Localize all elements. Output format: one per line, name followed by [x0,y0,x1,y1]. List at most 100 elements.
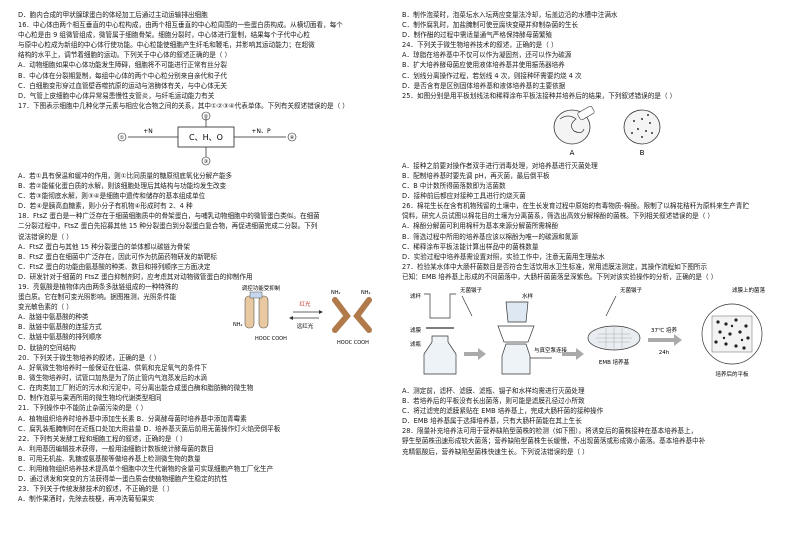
q16-stem-line4: 结构的水平上，调节着细胞的运动。下列关于中心体的叙述正确的是（ ） [18,51,232,60]
fig27-arrow-1 [464,347,486,360]
q18-stem-line3: 说法错误的是（ ） [18,232,73,241]
fig27-pump-label: 与真空泵连接 [534,346,568,354]
fig27-filter-cup [424,293,456,319]
q18-stem-line2: 二分裂过程中，FtsZ 蛋白先招募其他 15 种分裂蛋白到分裂蛋白复合物，再促进… [18,222,318,231]
q16-option-d: D．气管上皮细胞中心体异常易患慢性支管炎，与纤毛运动能力有关 [18,91,215,100]
q26-stem-line1: 26．棉花生长在含有机物残留的土壤中，在生长发育过程中原始的有毒物质-棉酚。限制… [402,202,750,211]
q20-option-d: D．制作泡菜与果酒所用的微生物均代谢类型相同 [18,394,162,403]
fig19-left-end: NH₂ [233,322,243,328]
q25-stem: 25．如图分别是用平板划线法和稀释涂布平板法接种并培养后的结果，下列叙述错误的是… [402,91,677,100]
q16-stem-line1: 16．中心体由两个相互垂直的中心粒构成，由两个相互垂直的中心粒周围的一些蛋白质构… [18,21,343,30]
q19-option-d: D．肽链的空间结构 [18,343,76,352]
fig27-arrow-2 [562,347,584,360]
q23-option-d: D．制作醋的过程中需适量通气严格保持酵母菌繁殖 [402,31,553,40]
svg-text:②: ② [204,114,209,120]
circle-4 [287,132,297,142]
fig27-membrane-label: 滤膜 [410,326,422,334]
q17-option-c: C．若③能彻底水解，则③④是细胞中遗传和储存的基本组成单位 [18,192,206,201]
fig27-tweezers2 [605,295,617,317]
right-column: B．制作泡菜时，泡菜坛水入坛两应变量法冷却，坛盖边沿的水槽中注满水 C．制作腐乳… [402,10,780,457]
plate-a-streak [559,115,585,133]
q27-option-a: A．测定前，滤杯、滤膜、滤瓶、镊子和水样均需进行灭菌处理 [402,386,585,395]
q18-option-a: A．FtsZ 蛋白与其他 15 种分裂蛋白的单体都以碳链为骨架 [18,242,190,251]
q26-option-d: D．实验过程中培养基需设置对照，实验工作中，注意无菌用生理盐水 [402,252,605,261]
q27-stem-line1: 27．检验某水体中大肠杆菌数目是否符合生活饮用水卫生标准，常用滤膜法测定，其操作… [402,262,708,271]
q16-option-a: A．动物细胞如果中心体功能发生障碍，细胞将不可能进行正常有丝分裂 [18,61,227,70]
circle-2 [201,111,211,121]
plate-b-colonies [631,113,653,138]
q24-option-a: A．琼脂在培养基中不仅可以作为凝固剂，还可以作为碳源 [402,51,572,60]
q27-filtration-figure: 滤杯 无菌镊子 滤膜 滤瓶 水样 与真空泵连接 无菌镊子 EMB 培养基 37℃… [410,286,766,378]
q23-option-b: B．制作泡菜时，泡菜坛水入坛两应变量法冷却，坛盖边沿的水槽中注满水 [402,11,618,19]
fig19-chain-left-b [258,295,269,329]
q25-option-c: C．B 中计数所得菌落数即为活菌数 [402,182,506,191]
svg-text:③: ③ [204,159,208,165]
svg-text:④: ④ [290,135,295,141]
fig27-temp-label: 37℃ 培养 [651,326,677,334]
q25-option-d: D．接种前后都应对接种工具进行灼烧灭菌 [402,192,526,201]
q19-option-a: A．肽链中氨基酸的种类 [18,313,89,322]
plate-a-loop [577,105,595,120]
q15-option-d: D．胞内合成的甲状腺球蛋白的体经加工后通过主动运输排出细胞 [18,11,208,19]
fig27-emb-grid [596,326,632,349]
q18-option-c: C．FtsZ 蛋白的功能由氨基酸的种类、数目和排列顺序三方面决定 [18,262,211,271]
fig19-right-top-left: NH₂ [331,290,341,296]
q19-stem-line2: 蛋白质。它在制可变光照影响。据图推测，光照条件能 [18,293,177,302]
fig27-tweezers [461,295,473,317]
q28-stem-line3: 充精氨酸后，营养缺陷型菌株快速生长。下列说法错误的是（ ） [402,447,589,456]
fig19-caption: 调控功能受抑制 [242,284,281,292]
fig27-emb-label: EMB 培养基 [599,358,630,366]
q26-option-a: A．棉酚分解菌可利用棉秆为基本来源分解菌所需棉酚 [402,222,559,231]
svg-text:+N: +N [143,128,153,135]
q18-stem-line1: 18．FtsZ 蛋白是一种广泛存在于细菌细胞质中的骨架蛋白，与哺乳动物细胞中的微… [18,212,320,221]
q19-phytochrome-figure: 调控功能受抑制 NH₂ HOOC COOH 红光 远红光 NH₂ NH₂ HOO… [233,284,372,346]
fig19-right-bottom: HOOC COOH [337,340,369,346]
q22-option-c: C．利用植物组织培养技术提高单个细胞中次生代谢物的含量可实现细胞产物工厂化生产 [18,465,274,473]
fig27-filter-cup-label: 滤杯 [410,292,422,300]
fig27-funnel [497,325,535,343]
fig19-right-top-right: NH₂ [361,290,371,296]
q24-option-d: D．是否含有是区别固体培养基和液体培养基的主要依据 [402,81,566,90]
fig27-arrow-3 [648,333,682,346]
element-box-label: C、H、O [189,133,223,142]
q21-options-ab: A．植物组织培养时培养基中添加生长素 B．分离酵母菌时培养基中添加青霉素 [18,414,247,423]
q22-stem: 22．下列有关发酵工程和细胞工程的叙述，正确的是（ ） [18,434,187,443]
fig27-time-label: 24h [659,350,670,356]
q19-option-b: B．肽链中氨基酸的连接方式 [18,323,102,332]
q22-option-d: D．通过诱发和突变的方法获得单一蛋白质会使植物细胞产生稳定的抗性 [18,475,228,484]
q17-element-diagram: C、H、O ② ③ +N ① +N、P ④ [117,111,297,166]
q24-option-b: B．扩大培养酵母菌应使用液体培养基并使用振荡器培养 [402,61,565,70]
q27-stem-line2: 已知：EMB 培养基上形成的不同菌落中，大肠杆菌菌落呈深紫色。下列对该实验操作的… [402,272,718,281]
fig27-plate-label: 培养后的平板 [715,370,749,378]
q28-stem-line2: 野生型菌株迅速形成较大菌落；营养缺陷型菌株生长缓慢，不出现菌落或形成微小菌落。基… [402,437,706,446]
q19-stem-line1: 19．亮氨酸是植物体内由两条多肽链组成的一种特殊的 [18,282,179,291]
q20-stem: 20．下列关于微生物培养的叙述，正确的是（ ） [18,353,161,362]
plate-a-label: A [570,149,575,157]
q19-option-c: C．肽链中氨基酸的排列顺序 [18,333,102,342]
q21-options-cd: C．腐乳装瓶腌制时在近瓶口处加大用盐量 D．培养基灭菌后前用无菌操作灯火焰旁倒平… [18,424,281,433]
q16-option-b: B．中心体在分裂期复制，每组中心体的两个中心粒分别来自亲代和子代 [18,71,227,80]
q17-stem: 17．下图表示细胞中几种化学元素与相应化合物之间的关系，其中①②③④代表单体。下… [18,101,349,110]
fig19-left-bottom: HOOC COOH [255,336,287,342]
q25-option-a: A．接种之前要对操作者双手进行消毒处理，对培养基进行灭菌处理 [402,161,598,170]
q17-option-a: A．若①具有保温和缓冲的作用，则①比同质量的糖原彻底氧化分解产能多 [18,171,233,180]
q22-option-a: A．利用基因编辑技术获得，一般用油细胞计数板统计酵母菌的数目 [18,444,214,453]
fig27-colonies-label: 滤膜上的菌落 [732,286,766,294]
q23-option-a: A．制作果酒时，先除去枝梗，再冲洗葡萄果实 [18,495,155,504]
fig27-tweezers2-label: 无菌镊子 [620,286,643,294]
plate-b [623,109,661,145]
q19-block: 19．亮氨酸是植物体内由两条多肽链组成的一种特殊的 蛋白质。它在制可变光照影响。… [18,282,388,353]
fig19-red-label: 红光 [299,300,311,308]
q20-option-c: C．在肉类加工厂附近的污水和污泥中，可分离出能合成蛋白酶和脂肪酶的微生物 [18,384,254,393]
fig27-water-beaker [505,301,529,323]
q28-stem-line1: 28．限量补充培养法可用于营养缺陷型菌株的检测（如下图）。将诱变后的菌株接种在基… [402,427,698,436]
fig27-result-colonies [714,318,750,350]
q16-stem-line2: 中心粒是由 9 组微管组成，微管属于细胞骨架。细胞分裂时，中心体进行复制，结果每… [18,31,310,40]
q27-option-c: C．将过滤完的滤膜紧贴在 EMB 培养基上，完成大肠杆菌的接种操作 [402,407,604,416]
fig19-chain-left-a [244,295,255,329]
q26-option-c: C．稀释涂布平板法能计算出样品中的菌株数量 [402,242,539,251]
fig27-flask [501,343,531,375]
q24-option-c: C．划线分离操作过程，若划线 4 次，则接种环需要灼烧 4 次 [402,71,582,80]
q26-option-b: B．筛选过程中所用的培养基应该以棉酚为唯一的碳源和氮源 [402,232,578,241]
fig27-filter-bottle [423,335,457,375]
